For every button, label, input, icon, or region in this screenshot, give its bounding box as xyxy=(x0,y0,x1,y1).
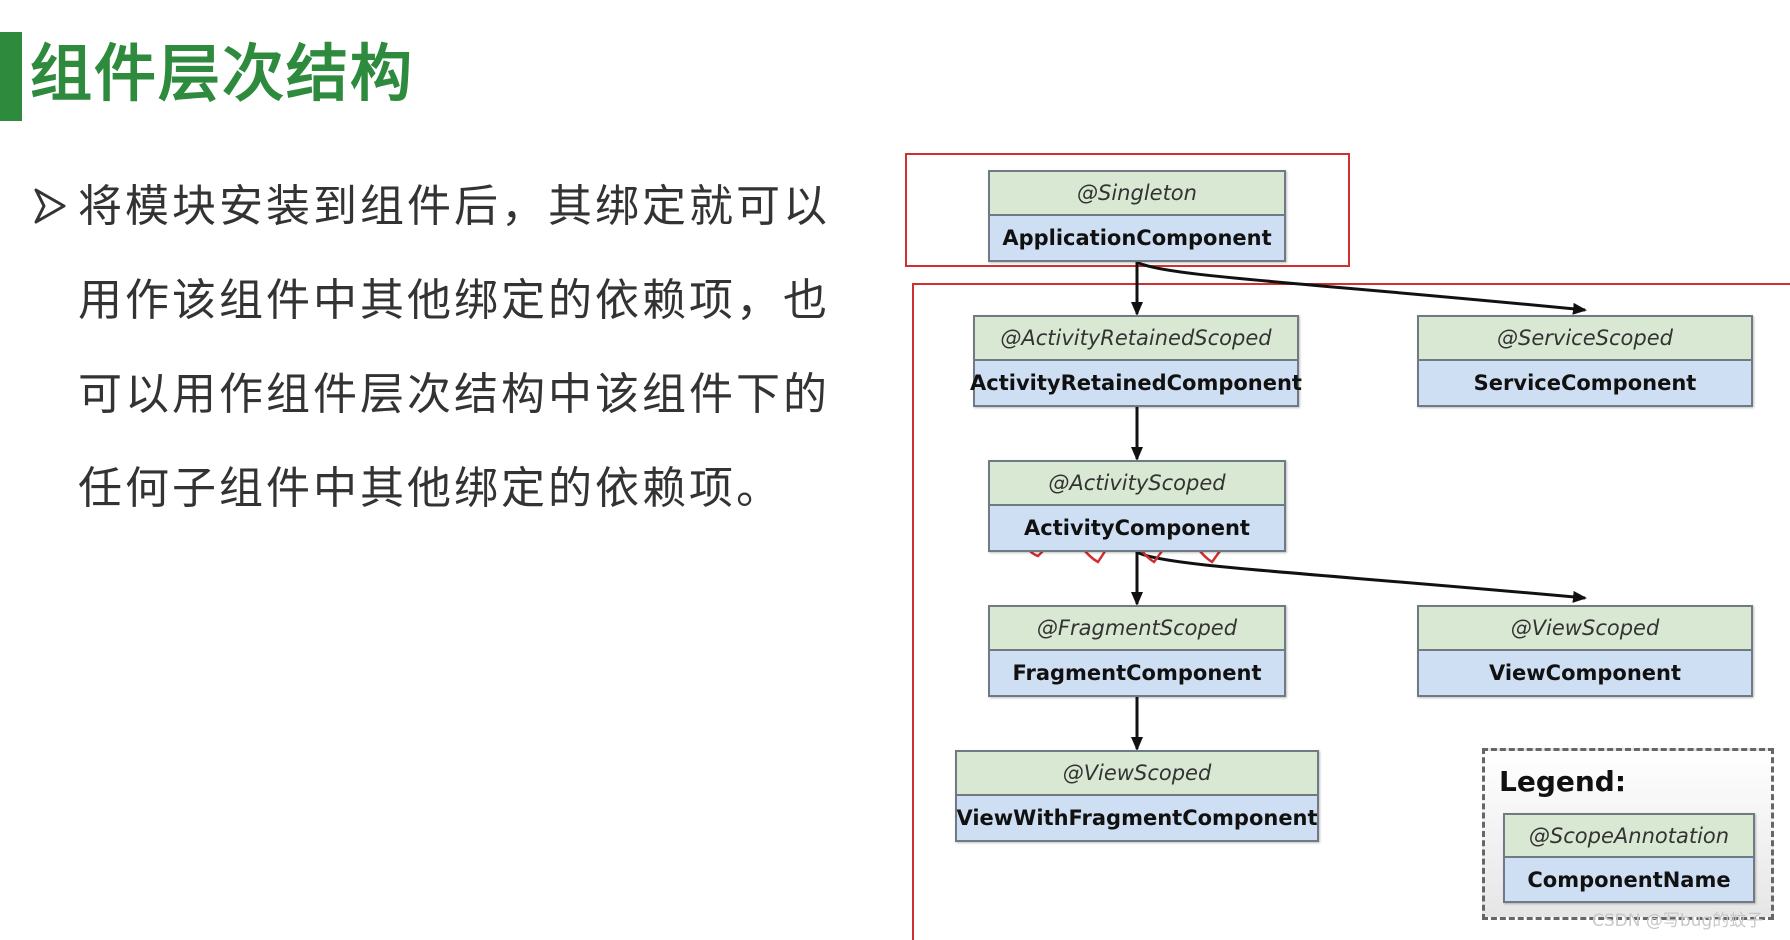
scope-annotation: @ActivityScoped xyxy=(990,462,1284,506)
component-name: ViewWithFragmentComponent xyxy=(956,796,1318,840)
component-name: ServiceComponent xyxy=(1419,361,1751,405)
component-node-viewwithfragment: @ViewScoped ViewWithFragmentComponent xyxy=(955,750,1319,842)
title-accent-bar xyxy=(0,32,22,121)
component-node-service: @ServiceScoped ServiceComponent xyxy=(1417,315,1753,407)
edge-activity-to-view xyxy=(1136,550,1587,603)
scope-annotation: @Singleton xyxy=(990,172,1284,216)
scope-annotation: @FragmentScoped xyxy=(990,607,1284,651)
legend-component-name: ComponentName xyxy=(1505,858,1753,901)
component-node-activity: @ActivityScoped ActivityComponent xyxy=(988,460,1286,552)
legend-sample-node: @ScopeAnnotation ComponentName xyxy=(1503,813,1755,903)
component-name: FragmentComponent xyxy=(990,651,1284,695)
slide-title: 组件层次结构 xyxy=(30,37,415,110)
component-node-activityretained: @ActivityRetainedScoped ActivityRetained… xyxy=(970,315,1302,407)
legend-title: Legend: xyxy=(1499,765,1627,798)
edge-application-to-service xyxy=(1136,260,1587,315)
singleton-highlight-box xyxy=(905,153,1350,267)
scope-annotation: @ActivityRetainedScoped xyxy=(975,317,1297,361)
component-name: ActivityRetainedComponent xyxy=(970,361,1302,405)
body-paragraph: 将模块安装到组件后，其绑定就可以用作该组件中其他绑定的依赖项，也可以用作组件层次… xyxy=(78,181,830,514)
children-highlight-box xyxy=(912,283,1790,940)
diagram-legend: Legend: @ScopeAnnotation ComponentName xyxy=(1482,748,1774,920)
legend-scope-annotation: @ScopeAnnotation xyxy=(1505,815,1753,858)
scope-annotation: @ServiceScoped xyxy=(1419,317,1751,361)
csdn-watermark: CSDN @写bug的蚊子 xyxy=(1592,911,1764,931)
component-node-application: @Singleton ApplicationComponent xyxy=(988,170,1286,262)
scope-annotation: @ViewScoped xyxy=(1419,607,1751,651)
component-name: ViewComponent xyxy=(1419,651,1751,695)
component-node-view: @ViewScoped ViewComponent xyxy=(1417,605,1753,697)
arrow-bullet-icon xyxy=(34,188,66,224)
component-node-fragment: @FragmentScoped FragmentComponent xyxy=(988,605,1286,697)
component-name: ActivityComponent xyxy=(990,506,1284,550)
scope-annotation: @ViewScoped xyxy=(957,752,1317,796)
component-name: ApplicationComponent xyxy=(990,216,1284,260)
